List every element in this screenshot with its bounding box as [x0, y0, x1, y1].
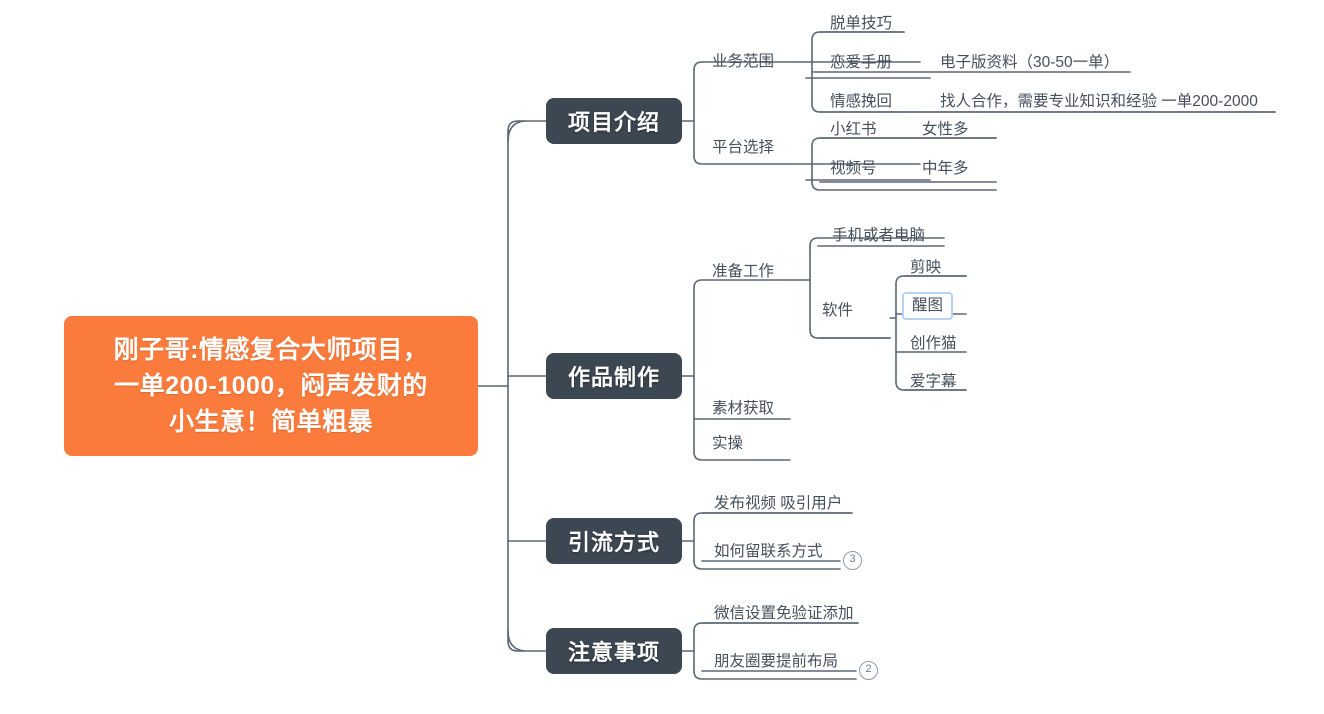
node-publish-video-attract-users[interactable]: 发布视频 吸引用户 [714, 495, 843, 512]
node-business-scope[interactable]: 业务范围 [712, 53, 775, 70]
node-xingtu-selected[interactable]: 醒图 [902, 292, 954, 320]
detail-xiaohongshu[interactable]: 女性多 [922, 121, 969, 138]
node-chuangzuomao[interactable]: 创作猫 [910, 335, 957, 352]
branch-node-project-intro[interactable]: 项目介绍 [546, 98, 682, 144]
badge-count-precautions: 2 [859, 661, 878, 680]
branch-node-traffic-method[interactable]: 引流方式 [546, 518, 682, 564]
root-node[interactable]: 刚子哥:情感复合大师项目， 一单200-1000，闷声发财的 小生意！简单粗暴 [64, 316, 478, 456]
branch-node-label: 注意事项 [567, 640, 660, 665]
branch-node-label: 作品制作 [567, 365, 660, 390]
node-video-account[interactable]: 视频号 [830, 160, 877, 177]
node-emotional-recovery[interactable]: 情感挽回 [830, 93, 893, 110]
node-preparation[interactable]: 准备工作 [712, 263, 775, 280]
node-practice[interactable]: 实操 [712, 435, 744, 452]
badge-count-traffic: 3 [843, 551, 862, 570]
node-platform-choice[interactable]: 平台选择 [712, 139, 775, 156]
branch-node-content-production[interactable]: 作品制作 [546, 353, 682, 399]
detail-love-handbook[interactable]: 电子版资料（30-50一单） [940, 54, 1120, 71]
node-phone-or-computer[interactable]: 手机或者电脑 [832, 227, 926, 244]
branch-node-precautions[interactable]: 注意事项 [546, 628, 682, 674]
node-material-acquisition[interactable]: 素材获取 [712, 400, 775, 417]
node-moments-layout-ahead[interactable]: 朋友圈要提前布局 [714, 653, 839, 670]
node-xiaohongshu[interactable]: 小红书 [830, 121, 877, 138]
branch-node-label: 引流方式 [567, 530, 660, 555]
node-single-tips[interactable]: 脱单技巧 [830, 15, 893, 32]
detail-emotional-recovery[interactable]: 找人合作，需要专业知识和经验 一单200-2000 [940, 93, 1258, 110]
node-wechat-no-verify-add[interactable]: 微信设置免验证添加 [714, 605, 854, 622]
detail-video-account[interactable]: 中年多 [922, 160, 969, 177]
node-love-handbook[interactable]: 恋爱手册 [830, 54, 893, 71]
node-how-to-leave-contact[interactable]: 如何留联系方式 [714, 543, 823, 560]
branch-node-label: 项目介绍 [567, 110, 660, 135]
root-node-label: 刚子哥:情感复合大师项目， 一单200-1000，闷声发财的 小生意！简单粗暴 [113, 336, 429, 436]
node-software[interactable]: 软件 [822, 302, 854, 319]
node-jianying[interactable]: 剪映 [910, 259, 942, 276]
node-aizimu[interactable]: 爱字幕 [910, 373, 957, 390]
